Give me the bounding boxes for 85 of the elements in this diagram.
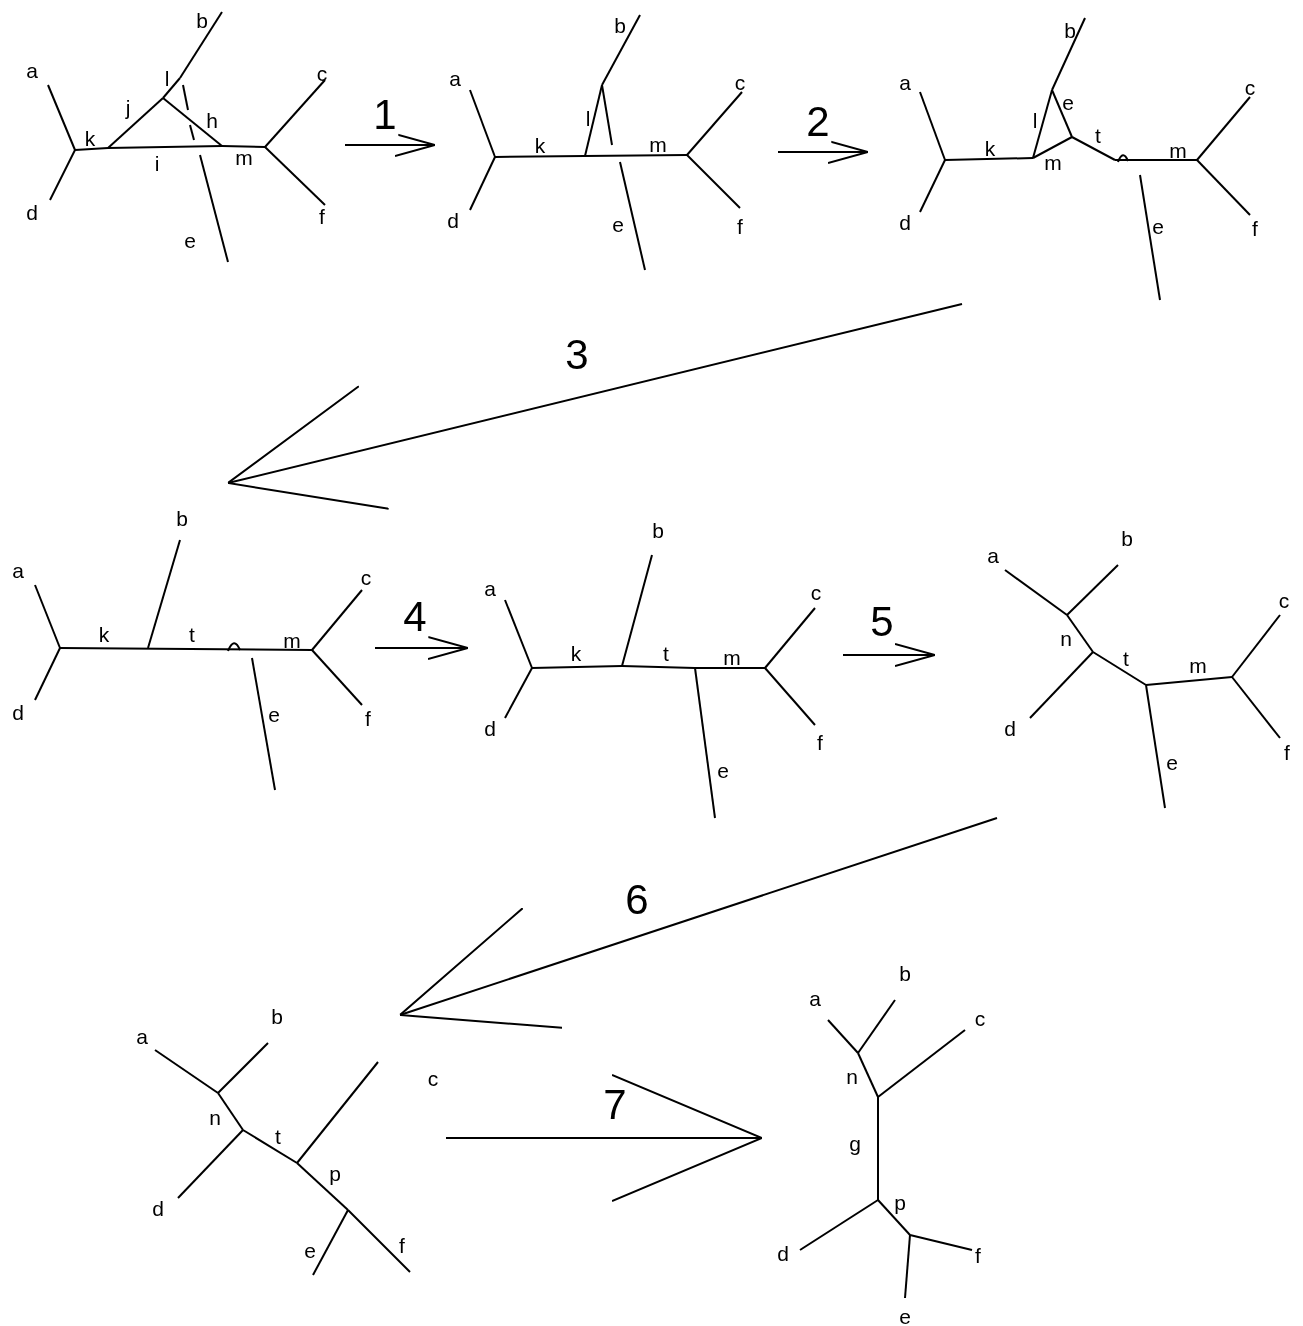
branch-label: n xyxy=(209,1106,221,1128)
branch-label: p xyxy=(894,1191,906,1213)
branch-label: e xyxy=(1152,215,1164,237)
branch-label: d xyxy=(1004,717,1016,739)
branch-label: l xyxy=(1032,109,1038,131)
branch-label: f xyxy=(365,707,371,729)
branch-label: e xyxy=(184,229,196,251)
arrow xyxy=(374,636,469,660)
branch-label: m xyxy=(235,146,253,168)
branch-label: m xyxy=(723,646,741,668)
branch-label: e xyxy=(612,213,624,235)
branch-label: p xyxy=(329,1162,341,1184)
branch-label: t xyxy=(275,1125,281,1147)
branch-label: k xyxy=(570,642,582,664)
arrow xyxy=(842,643,936,667)
branch-label: a xyxy=(449,67,461,89)
arrow xyxy=(399,817,998,1029)
branch-label: a xyxy=(484,577,496,599)
branch-label: c xyxy=(734,71,746,93)
branch-label: k xyxy=(984,137,996,159)
branch-label: m xyxy=(1189,654,1207,676)
branch-label: e xyxy=(1166,751,1178,773)
branch-label: f xyxy=(737,215,743,237)
branch-label: c xyxy=(974,1007,986,1029)
branch-label: e xyxy=(717,759,729,781)
branch-label: d xyxy=(484,717,496,739)
branch-label: j xyxy=(125,96,131,118)
arrow xyxy=(344,133,436,157)
branch-label: k xyxy=(84,127,96,149)
branch-label: l xyxy=(164,67,170,89)
branch-label: a xyxy=(899,71,911,93)
branch-label: m xyxy=(1169,139,1187,161)
branch-label: t xyxy=(1123,647,1129,669)
branch-label: t xyxy=(663,642,669,664)
branch-label: a xyxy=(987,544,999,566)
branch-label: b xyxy=(652,519,664,541)
branch-label: d xyxy=(777,1242,789,1264)
branch-label: f xyxy=(399,1234,405,1256)
branch-label: d xyxy=(899,211,911,233)
branch-label: f xyxy=(817,731,823,753)
branch-label: l xyxy=(585,107,591,129)
branch-label: f xyxy=(1252,217,1258,239)
branch-label: d xyxy=(26,201,38,223)
branch-label: a xyxy=(26,59,38,81)
branch-label: c xyxy=(316,62,328,84)
branch-label: d xyxy=(152,1197,164,1219)
branch-label: d xyxy=(12,701,24,723)
branch-label: b xyxy=(614,14,626,36)
branch-label: t xyxy=(1095,124,1101,146)
branch-label: c xyxy=(360,566,372,588)
branch-label: g xyxy=(849,1132,861,1154)
branch-label: m xyxy=(649,133,667,155)
branch-label: f xyxy=(1284,741,1290,763)
branch-label: k xyxy=(98,623,110,645)
branch-label: b xyxy=(196,9,208,31)
branch-label: e xyxy=(268,703,280,725)
branch-label: b xyxy=(899,962,911,984)
arrow xyxy=(227,303,963,510)
branch-label: a xyxy=(809,987,821,1009)
branch-label: b xyxy=(1121,527,1133,549)
branch-label: n xyxy=(1060,627,1072,649)
branch-label: e xyxy=(1062,91,1074,113)
branch-label: d xyxy=(447,209,459,231)
branch-label: b xyxy=(271,1005,283,1027)
branch-label: c xyxy=(427,1067,439,1089)
branch-label: m xyxy=(1044,151,1062,173)
branch-label: e xyxy=(899,1305,911,1326)
branch-label: k xyxy=(534,134,546,156)
branch-label: t xyxy=(189,623,195,645)
branch-label: e xyxy=(304,1239,316,1261)
branch-label: n xyxy=(846,1065,858,1087)
branch-label: h xyxy=(206,109,218,131)
branch-label: b xyxy=(1064,19,1076,41)
branch-label: b xyxy=(176,507,188,529)
branch-label: f xyxy=(975,1244,981,1266)
branch-label: f xyxy=(319,205,325,227)
branch-label: c xyxy=(1278,589,1290,611)
branch-label: m xyxy=(283,629,301,651)
arrow xyxy=(777,140,869,164)
branch-label: c xyxy=(1244,76,1256,98)
branch-label: a xyxy=(136,1025,148,1047)
branch-label: i xyxy=(154,152,160,174)
arrow xyxy=(445,1074,763,1202)
branch-label: c xyxy=(810,581,822,603)
branch-label: a xyxy=(12,559,24,581)
